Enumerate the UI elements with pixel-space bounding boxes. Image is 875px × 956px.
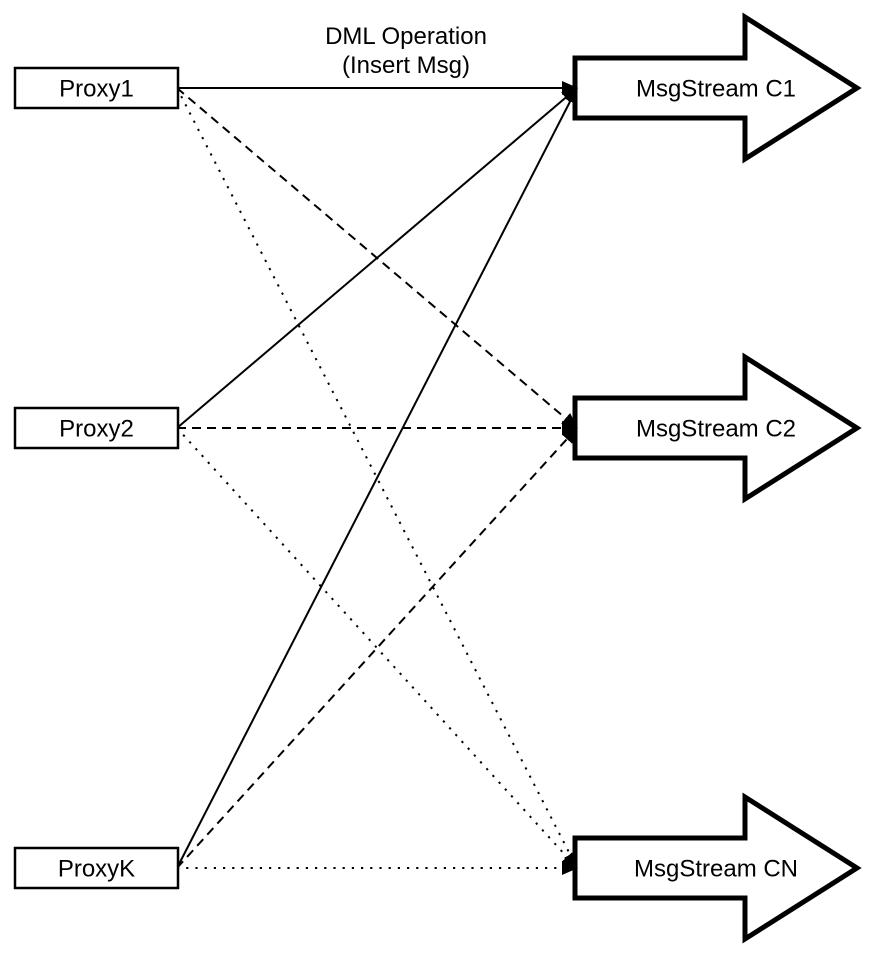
dml-operation-label-line2: (Insert Msg)	[342, 52, 470, 79]
proxy-rect	[13, 66, 180, 110]
msgstream-arrow-3: MsgStream CN	[572, 792, 862, 944]
msgstream-arrow-1: MsgStream C1	[572, 12, 862, 164]
msgstream-label: MsgStream CN	[634, 856, 798, 883]
proxy-box-proxyk: ProxyK	[13, 846, 180, 890]
proxy-box-proxy2: Proxy2	[13, 406, 180, 450]
proxy-label: ProxyK	[58, 856, 135, 883]
connection-proxy2-to-msgstream-cn	[176, 427, 578, 869]
connections-group	[176, 81, 578, 875]
block-arrow-shape	[572, 352, 862, 504]
connection-proxy2-to-msgstream-c1	[176, 87, 578, 429]
block-arrow-shape	[572, 792, 862, 944]
proxy-rect	[13, 406, 180, 450]
connection-proxyk-to-msgstream-c2	[176, 427, 578, 869]
connection-proxyk-to-msgstream-c1	[176, 87, 578, 869]
block-arrow-shape	[572, 12, 862, 164]
proxy-rect	[13, 846, 180, 890]
msgstream-arrow-2: MsgStream C2	[572, 352, 862, 504]
msgstream-label: MsgStream C2	[636, 416, 796, 443]
msgstream-arrows-group: MsgStream C1 MsgStream C2 MsgStream CN	[572, 12, 862, 944]
proxy-label: Proxy1	[59, 76, 134, 103]
proxy-label: Proxy2	[59, 416, 134, 443]
msgstream-label: MsgStream C1	[636, 76, 796, 103]
dml-operation-label-line1: DML Operation	[325, 23, 487, 50]
proxy-box-proxy1: Proxy1	[13, 66, 180, 110]
